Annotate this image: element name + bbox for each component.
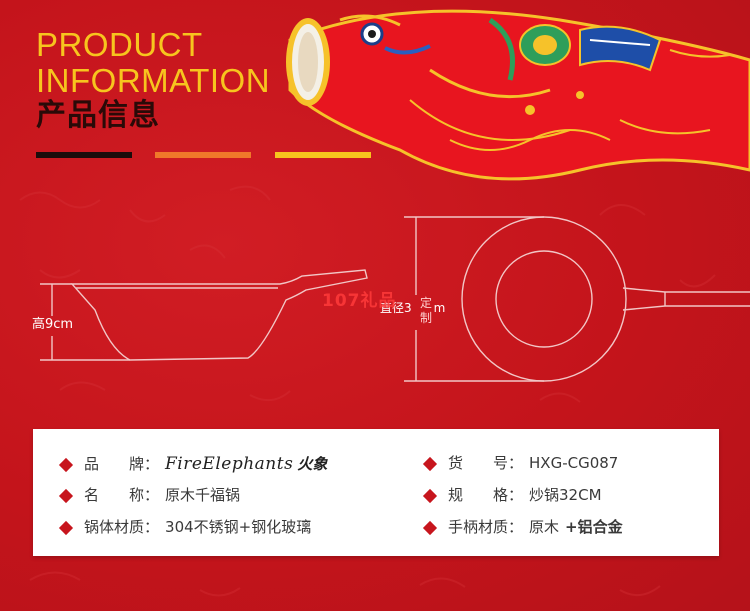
- spec-label: 品牌: [84, 455, 144, 473]
- title-english-line2: INFORMATION: [36, 62, 271, 99]
- decor-bar-yellow: [275, 152, 371, 158]
- title-english-line1: PRODUCT: [36, 26, 203, 63]
- spec-value: HXG-CG087: [529, 454, 619, 472]
- spec-row-body-material: 锅体材质： 304不锈钢+钢化玻璃: [58, 518, 312, 536]
- decor-bar-orange: [155, 152, 251, 158]
- koi-windsock-icon: [286, 9, 750, 181]
- diamond-bullet-icon: [422, 488, 438, 503]
- spec-row-name: 名称： 原木千福锅: [58, 486, 241, 504]
- spec-row-size: 规格： 炒锅32CM: [422, 486, 602, 504]
- watermark: 107礼品: [322, 291, 397, 311]
- spec-label: 货号: [448, 454, 508, 472]
- spec-value: 炒锅32CM: [529, 486, 602, 504]
- spec-label: 手柄材质: [448, 518, 509, 536]
- spec-row-handle-material: 手柄材质： 原木 +铝合金: [422, 518, 623, 536]
- spec-value: 304不锈钢+钢化玻璃: [165, 518, 312, 536]
- brand-script: FireElephants: [165, 454, 294, 474]
- diamond-bullet-icon: [58, 457, 74, 472]
- title-chinese: 产品信息: [36, 98, 160, 133]
- decor-bar-black: [36, 152, 132, 158]
- spec-label: 锅体材质: [84, 518, 145, 536]
- brand-cn: 火象: [297, 455, 328, 473]
- spec-value: 原木: [529, 518, 560, 536]
- diamond-bullet-icon: [422, 520, 438, 535]
- spec-label: 规格: [448, 486, 508, 504]
- spec-row-brand: 品牌： FireElephants 火象: [58, 454, 328, 474]
- watermark-sub: 定制: [420, 296, 433, 325]
- spec-row-item-number: 货号： HXG-CG087: [422, 454, 619, 472]
- height-label: 高9cm: [32, 317, 74, 332]
- diamond-bullet-icon: [58, 520, 74, 535]
- diamond-bullet-icon: [422, 456, 438, 471]
- spec-panel: 品牌： FireElephants 火象 名称： 原木千福锅 锅体材质： 304…: [33, 429, 719, 556]
- wok-dimension-diagram: [40, 216, 750, 382]
- spec-value-extra: +铝合金: [565, 518, 623, 536]
- spec-value: 原木千福锅: [165, 486, 241, 504]
- diamond-bullet-icon: [58, 488, 74, 503]
- spec-label: 名称: [84, 486, 144, 504]
